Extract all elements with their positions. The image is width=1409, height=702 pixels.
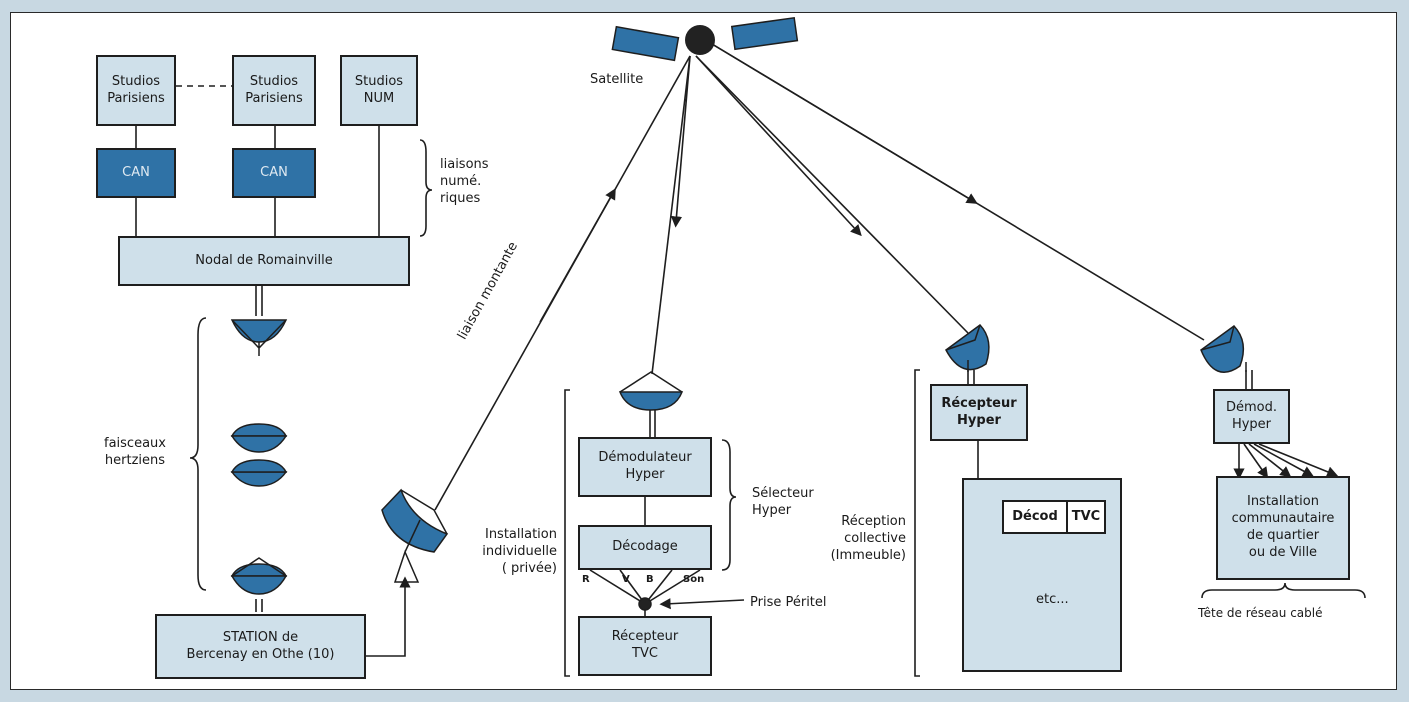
- can-box-1: CAN: [96, 148, 176, 198]
- signal-v: V: [622, 574, 630, 585]
- individual-dish-icon: [618, 371, 684, 611]
- demodulator-box: Démodulateur Hyper: [578, 437, 712, 497]
- signal-b: B: [646, 574, 654, 585]
- can-box-2: CAN: [232, 148, 316, 198]
- collective-reception-label: Réception collective (Immeuble): [830, 514, 906, 563]
- studios-parisiens-1-box: Studios Parisiens: [96, 55, 176, 126]
- selector-label: Sélecteur Hyper: [752, 486, 814, 518]
- satellite-icon: [611, 16, 799, 62]
- studios-num-box: Studios NUM: [340, 55, 418, 126]
- peritel-label: Prise Péritel: [750, 595, 827, 610]
- satellite-label: Satellite: [590, 72, 644, 87]
- cable-demod-box: Démod. Hyper: [1213, 389, 1290, 444]
- nodal-box: Nodal de Romainville: [118, 236, 410, 286]
- community-install-box: Installation communautaire de quartier o…: [1216, 476, 1350, 580]
- tvc-box: TVC: [1066, 500, 1106, 534]
- tvc-receiver-box: Récepteur TVC: [578, 616, 712, 676]
- install-individual-label: Installation individuelle ( privée): [482, 527, 557, 576]
- cable-dish-icon: [1200, 325, 1247, 373]
- relay-dish-icons: [230, 319, 288, 595]
- decoding-box: Décodage: [578, 525, 712, 570]
- signal-son: Son: [683, 574, 705, 585]
- signal-r: R: [582, 574, 590, 585]
- studios-parisiens-2-box: Studios Parisiens: [232, 55, 316, 126]
- uplink-dish-icon: [381, 488, 449, 583]
- digital-links-label: liaisons numé. riques: [440, 157, 489, 206]
- station-box: STATION de Bercenay en Othe (10): [155, 614, 366, 679]
- cable-head-label: Tête de réseau cablé: [1198, 606, 1323, 620]
- etc-label: etc...: [1036, 592, 1069, 607]
- collective-receiver-box: Récepteur Hyper: [930, 384, 1028, 441]
- decod-box: Décod: [1002, 500, 1068, 534]
- hertz-label: faisceaux hertziens: [104, 436, 166, 468]
- collective-dish-icon: [945, 324, 990, 372]
